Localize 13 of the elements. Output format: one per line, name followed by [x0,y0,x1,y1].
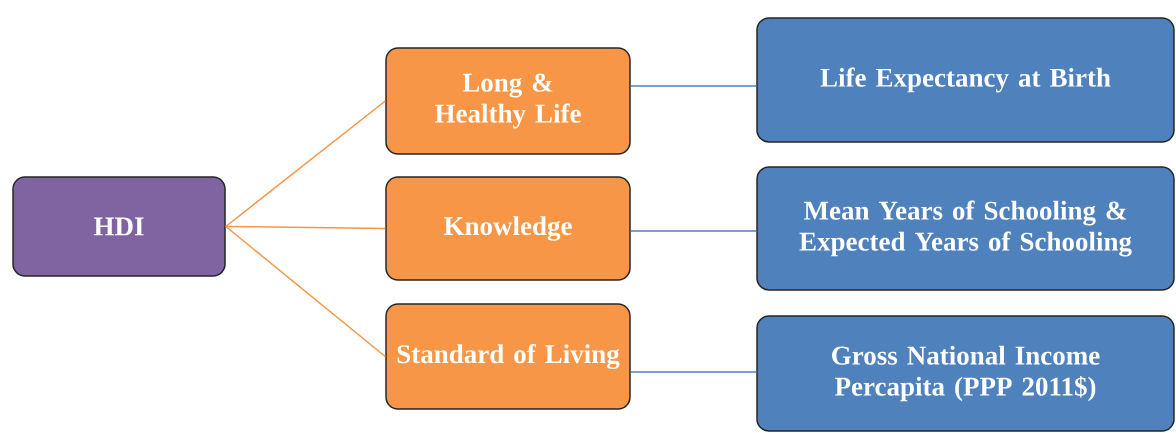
connector-line [630,371,757,373]
dimension-box: Long & Healthy Life [385,47,631,155]
connector-line [225,225,386,358]
connector-line [225,100,386,228]
indicator-box: Gross National Income Percapita (PPP 2011$) [756,315,1175,432]
index-box: HDI [12,176,226,277]
connector-line [225,225,386,230]
dimension-box: Standard of Living [385,303,631,410]
connector-line [630,230,757,232]
indicator-box: Mean Years of Schooling & Expected Years of Schooling [756,166,1175,291]
dimension-box: Knowledge [385,176,631,281]
connector-line [630,85,757,87]
indicator-box: Life Expectancy at Birth [756,17,1175,143]
